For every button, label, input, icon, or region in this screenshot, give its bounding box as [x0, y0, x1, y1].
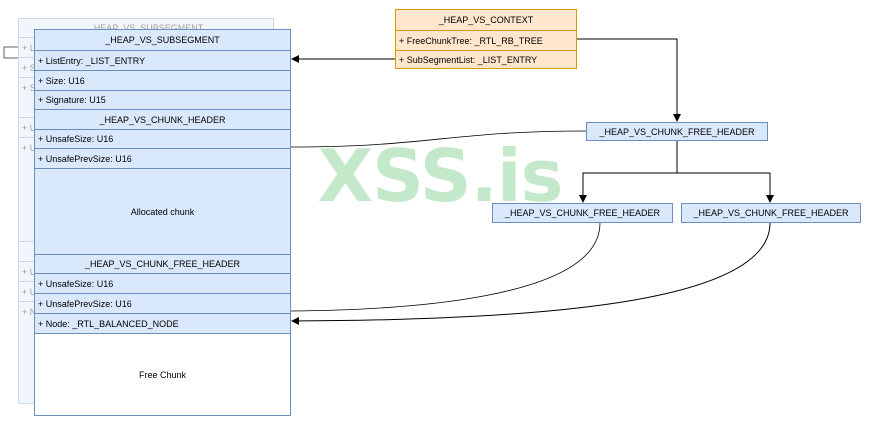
- free-header-field-unsafesize: + UnsafeSize: U16: [35, 273, 290, 293]
- ghost-loop-connector: [3, 46, 18, 59]
- left-node-curve: [290, 222, 601, 312]
- subsegment-field-signature: + Signature: U15: [35, 90, 290, 109]
- chunk-header-title: _HEAP_VS_CHUNK_HEADER: [35, 109, 290, 129]
- right-node-arrow-to-node-field: [291, 222, 771, 325]
- free-header-field-node: + Node: _RTL_BALANCED_NODE: [35, 313, 290, 333]
- tree-left-node: _HEAP_VS_CHUNK_FREE_HEADER: [492, 203, 673, 223]
- free-header-title: _HEAP_VS_CHUNK_FREE_HEADER: [35, 254, 290, 273]
- chunk-header-field-unsafesize: + UnsafeSize: U16: [35, 129, 290, 148]
- watermark: XSS.is: [317, 134, 564, 218]
- context-title: _HEAP_VS_CONTEXT: [438, 15, 534, 25]
- tree-left-arrow: [579, 172, 677, 203]
- free-header-field-unsafeprevsize: + UnsafePrevSize: U16: [35, 293, 290, 313]
- subsegment-field-listentry: + ListEntry: _LIST_ENTRY: [35, 50, 290, 70]
- chunk-header-field-unsafeprevsize: + UnsafePrevSize: U16: [35, 148, 290, 168]
- tree-root-node: _HEAP_VS_CHUNK_FREE_HEADER: [586, 122, 768, 141]
- context-field-subsegmentlist: + SubSegmentList: _LIST_ENTRY: [396, 50, 576, 68]
- tree-right-arrow: [677, 172, 774, 203]
- ghost-title: _HEAP_VS_SUBSEGMENT: [88, 23, 204, 33]
- tree-right-node: _HEAP_VS_CHUNK_FREE_HEADER: [681, 203, 861, 223]
- subsegment-title: _HEAP_VS_SUBSEGMENT: [105, 35, 220, 45]
- allocated-chunk-area: Allocated chunk: [35, 168, 290, 254]
- freechunktree-arrow: [577, 38, 681, 122]
- subsegment-field-size: + Size: U16: [35, 70, 290, 90]
- main-structure: _HEAP_VS_SUBSEGMENT + ListEntry: _LIST_E…: [34, 29, 291, 416]
- free-chunk-area: Free Chunk: [35, 333, 290, 415]
- heap-vs-context: _HEAP_VS_CONTEXT + FreeChunkTree: _RTL_R…: [395, 9, 577, 69]
- context-field-freechunktree: + FreeChunkTree: _RTL_RB_TREE: [396, 30, 576, 50]
- chunkheader-root-curve: [290, 130, 587, 148]
